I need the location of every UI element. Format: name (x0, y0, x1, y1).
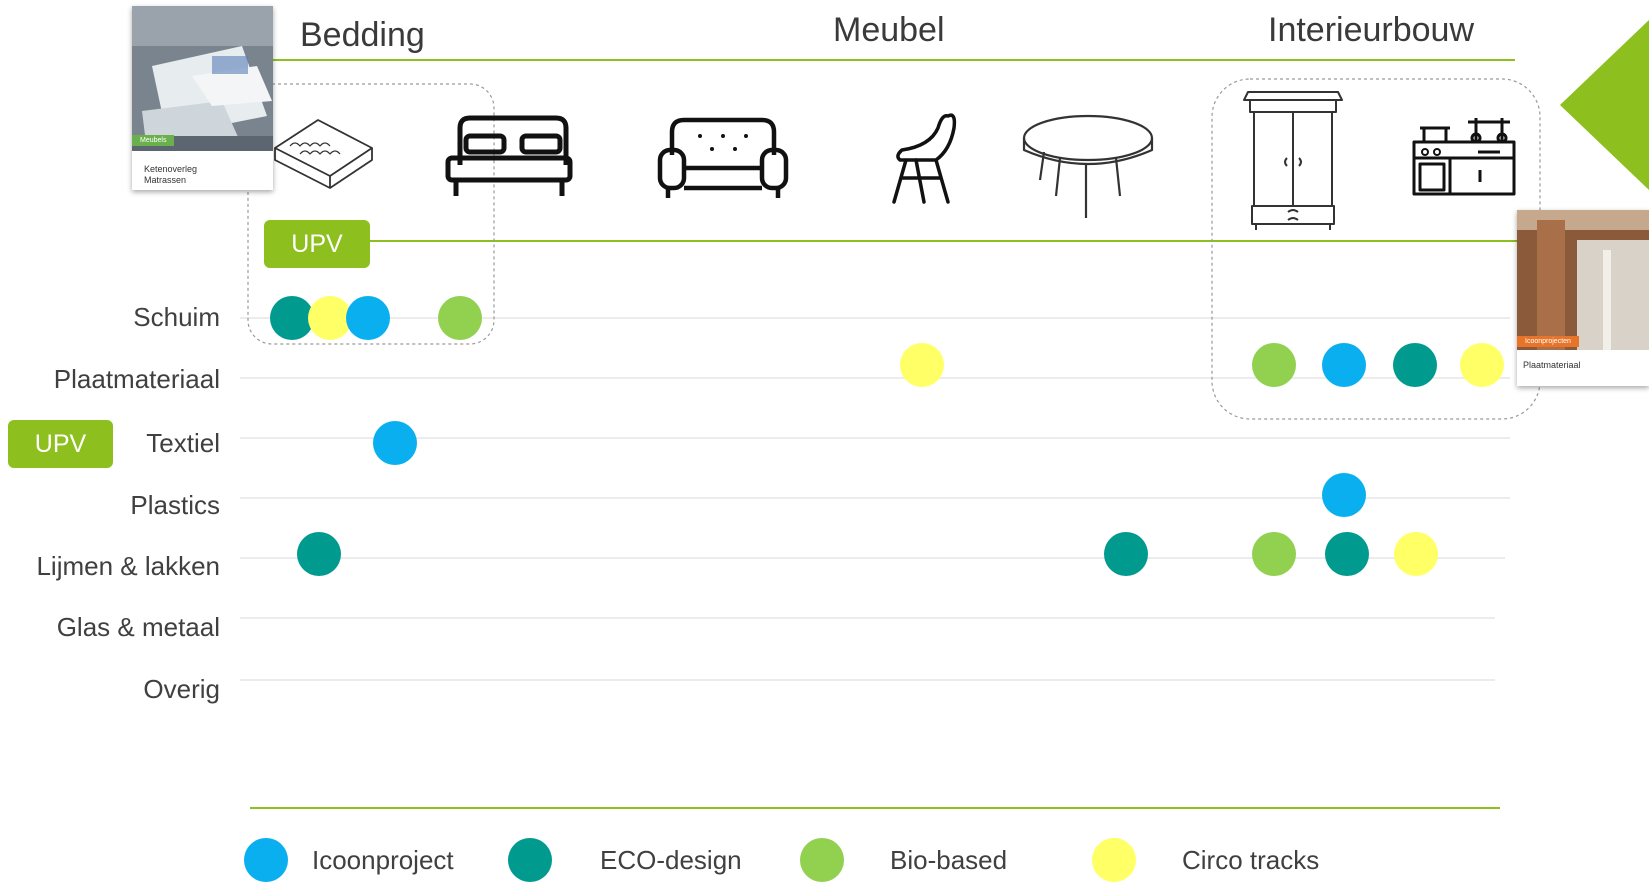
legend-swatch (1092, 838, 1136, 882)
round-table-icon (1022, 114, 1154, 218)
dot-eco (1393, 343, 1437, 387)
dot-bio (438, 296, 482, 340)
legend-item-icoonproject: Icoonproject (244, 838, 454, 882)
thumbnail-tag: Icoonprojecten (1517, 336, 1579, 347)
legend-swatch (800, 838, 844, 882)
mattress-icon (274, 119, 373, 189)
thumbnail-plaatmateriaal[interactable]: Icoonprojecten Plaatmateriaal (1517, 210, 1649, 386)
legend-swatch (508, 838, 552, 882)
row-label-overig: Overig (143, 674, 220, 704)
bed-icon (445, 115, 573, 196)
dot-circo (308, 296, 352, 340)
chair-icon (892, 113, 957, 204)
thumbnail-caption-line: Plaatmateriaal (1523, 360, 1581, 370)
dot-bio (1252, 532, 1296, 576)
dot-eco (1104, 532, 1148, 576)
dot-circo (1460, 343, 1504, 387)
row-label-glas-metaal: Glas & metaal (56, 612, 220, 642)
upv-badge-textiel: UPV (8, 420, 113, 468)
row-label-textiel: Textiel (146, 428, 220, 458)
row-label-plastics: Plastics (130, 490, 220, 520)
legend-label: Bio-based (890, 844, 1008, 875)
section-title-meubel: Meubel (833, 11, 945, 49)
row-label-plaatmateriaal: Plaatmateriaal (53, 364, 220, 394)
dot-icoon (1322, 473, 1366, 517)
thumbnail-ketenoverleg-matrassen[interactable]: Meubels Ketenoverleg Matrassen (132, 6, 273, 190)
legend-label: Icoonproject (312, 844, 454, 875)
dot-icoon (1322, 343, 1366, 387)
dots-layer (270, 296, 1504, 576)
dot-circo (900, 343, 944, 387)
bedding-group-outline (247, 83, 495, 345)
plaatmateriaal-photo-image (1517, 210, 1649, 386)
row-label-schuim: Schuim (133, 302, 220, 332)
dot-icoon (346, 296, 390, 340)
thumbnail-tag: Meubels (132, 135, 175, 146)
section-title-bedding: Bedding (300, 16, 425, 54)
dot-eco (1325, 532, 1369, 576)
thumbnail-caption-line: Ketenoverleg (144, 164, 198, 174)
legend-item-eco-design: ECO-design (508, 838, 742, 882)
dot-eco (270, 296, 314, 340)
legend-label: Circo tracks (1182, 844, 1320, 875)
dot-icoon (373, 421, 417, 465)
legend-item-circo-tracks: Circo tracks (1092, 838, 1319, 882)
green-arrow-shape (1560, 20, 1649, 190)
row-gridlines (240, 317, 1510, 681)
wardrobe-icon (1243, 91, 1343, 230)
legend-label: ECO-design (600, 844, 742, 875)
kitchen-icon (1412, 118, 1516, 196)
legend-swatch (244, 838, 288, 882)
section-title-interieurbouw: Interieurbouw (1268, 11, 1475, 49)
dot-eco (297, 532, 341, 576)
thumbnail-caption-line: Matrassen (144, 175, 187, 185)
interieur-group-outline (1211, 78, 1541, 420)
sofa-icon (657, 117, 789, 198)
upv-badge-bedding: UPV (264, 220, 370, 268)
thumbnail-caption: Ketenoverleg Matrassen (144, 164, 197, 186)
legend-item-bio-based: Bio-based (800, 838, 1007, 882)
row-labels: Schuim Plaatmateriaal Textiel Plastics L… (0, 0, 220, 704)
dot-circo (1394, 532, 1438, 576)
row-label-lijmen-lakken: Lijmen & lakken (36, 551, 220, 581)
dot-bio (1252, 343, 1296, 387)
thumbnail-caption: Plaatmateriaal (1523, 360, 1581, 371)
